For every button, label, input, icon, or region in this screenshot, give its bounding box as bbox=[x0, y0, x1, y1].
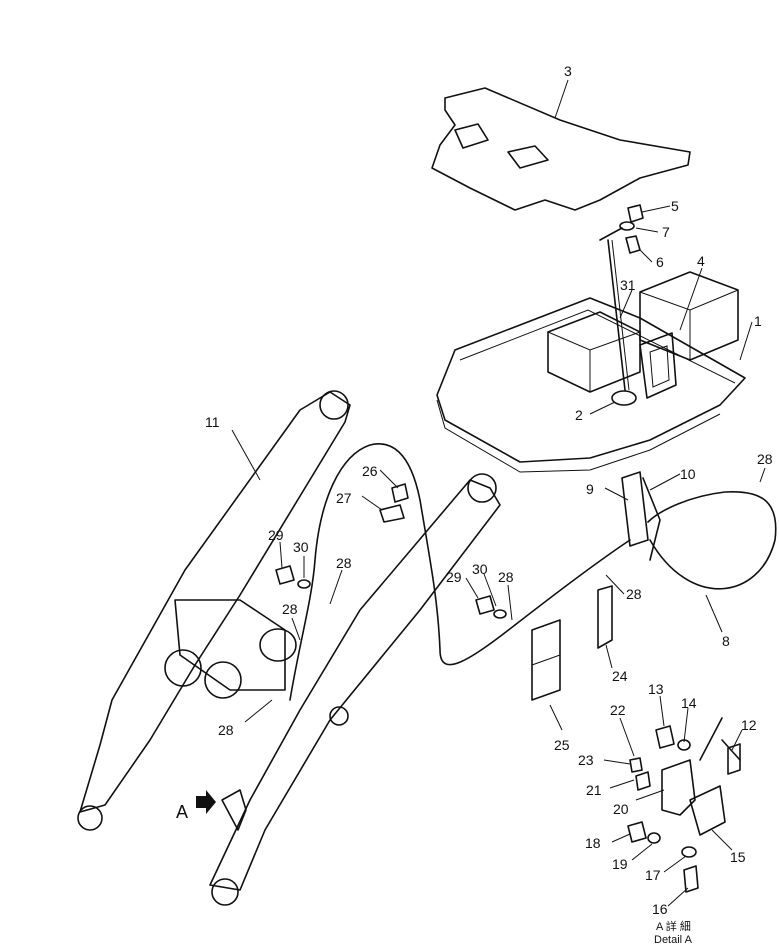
callout-22: 22 bbox=[610, 702, 626, 718]
callout-19: 19 bbox=[612, 856, 628, 872]
callout-29-left: 29 bbox=[268, 527, 284, 543]
part-11-boom bbox=[77, 390, 501, 906]
callout-16: 16 bbox=[652, 901, 668, 917]
callout-7: 7 bbox=[662, 224, 670, 240]
callout-21: 21 bbox=[586, 782, 602, 798]
callout-30-left: 30 bbox=[293, 539, 309, 555]
detail-a-parts bbox=[627, 717, 741, 893]
part-25-switch bbox=[531, 619, 561, 701]
callout-28-upper: 28 bbox=[336, 555, 352, 571]
callout-8: 8 bbox=[722, 633, 730, 649]
callout-28-middle: 28 bbox=[498, 569, 514, 585]
control-box bbox=[547, 311, 641, 393]
callout-9: 9 bbox=[586, 481, 594, 497]
part-24-bracket bbox=[597, 585, 613, 649]
detail-caption-jp: A 詳 細 bbox=[656, 919, 691, 933]
callout-1: 1 bbox=[754, 313, 762, 329]
callout-28-boom: 28 bbox=[218, 722, 234, 738]
part-1-floor-frame bbox=[436, 297, 746, 473]
callout-17: 17 bbox=[645, 867, 661, 883]
callout-28-right: 28 bbox=[757, 451, 773, 467]
callout-25: 25 bbox=[554, 737, 570, 753]
callout-12: 12 bbox=[741, 717, 757, 733]
callout-11: 11 bbox=[205, 414, 220, 430]
part-29-30-bolt-middle bbox=[475, 595, 507, 619]
callouts: 3 5 7 6 4 31 1 2 11 26 10 28 27 9 29 30 … bbox=[176, 63, 773, 945]
part-4-box bbox=[639, 271, 739, 399]
part-29-30-bolt-left bbox=[275, 565, 311, 589]
part-8-cable bbox=[289, 443, 777, 701]
linkage-rod bbox=[599, 204, 644, 406]
part-26-27-clip bbox=[379, 483, 409, 523]
callout-29-middle: 29 bbox=[446, 569, 462, 585]
callout-2: 2 bbox=[575, 407, 583, 423]
callout-30-middle: 30 bbox=[472, 561, 488, 577]
callout-28-lower: 28 bbox=[282, 601, 298, 617]
callout-18: 18 bbox=[585, 835, 601, 851]
callout-31: 31 bbox=[620, 277, 636, 293]
callout-20: 20 bbox=[613, 801, 629, 817]
callout-28-bracket: 28 bbox=[626, 586, 642, 602]
callout-14: 14 bbox=[681, 695, 697, 711]
leader-lines bbox=[231, 79, 766, 907]
callout-13: 13 bbox=[648, 681, 664, 697]
callout-23: 23 bbox=[578, 752, 594, 768]
view-a-arrow bbox=[196, 789, 247, 831]
callout-3: 3 bbox=[564, 63, 572, 79]
callout-4: 4 bbox=[697, 253, 705, 269]
callout-6: 6 bbox=[656, 254, 664, 270]
part-3-floor-mat bbox=[431, 87, 691, 211]
callout-27: 27 bbox=[336, 490, 352, 506]
callout-26: 26 bbox=[362, 463, 378, 479]
callout-15: 15 bbox=[730, 849, 746, 865]
detail-caption-en: Detail A bbox=[654, 934, 693, 945]
callout-10: 10 bbox=[680, 466, 696, 482]
callout-5: 5 bbox=[671, 198, 679, 214]
cross-tube bbox=[164, 599, 297, 699]
view-a-label: A bbox=[176, 802, 188, 822]
callout-24: 24 bbox=[612, 668, 628, 684]
